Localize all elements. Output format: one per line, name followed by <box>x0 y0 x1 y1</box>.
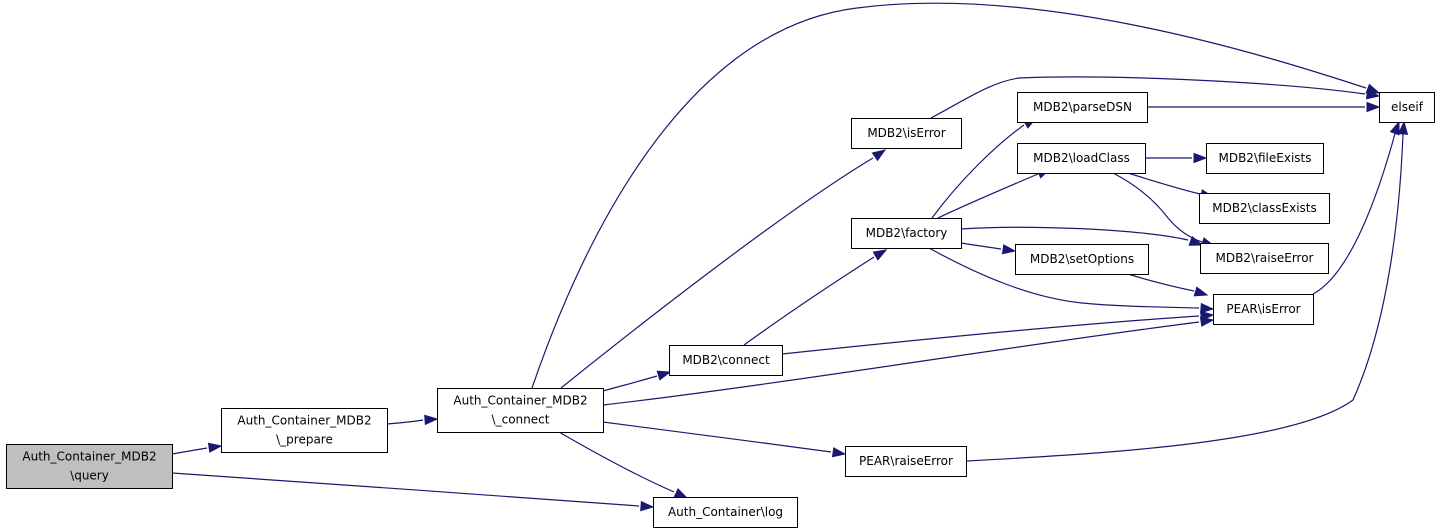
node-label: \_connect <box>492 413 550 427</box>
edge-mdb2_factory-to-mdb2_setoptions <box>960 242 1017 255</box>
node-label: Auth_Container\log <box>668 505 783 519</box>
arrowhead <box>1365 89 1381 100</box>
node-elseif[interactable]: elseif <box>1379 92 1435 123</box>
node-label: MDB2\setOptions <box>1030 252 1134 266</box>
edge-connect_-to-pear_raiseerror <box>602 421 847 458</box>
node-mdb2-classexists[interactable]: MDB2\classExists <box>1199 193 1330 224</box>
node-mdb2-raiseerror[interactable]: MDB2\raiseError <box>1200 243 1329 274</box>
edge-mdb2_factory-to-mdb2_loadclass <box>937 168 1052 219</box>
edge-query-to-prepare <box>171 442 223 455</box>
arrowhead <box>1200 302 1215 314</box>
node-label: Auth_Container_MDB2 <box>453 394 587 408</box>
edge-mdb2_parsedsn-to-elseif <box>1147 101 1381 113</box>
arrowhead <box>1193 152 1208 164</box>
edge-connect_-to-mdb2_iserror <box>560 149 887 389</box>
edge-mdb2_factory-to-mdb2_raiseerror <box>960 226 1204 246</box>
edge-mdb2_connect-to-mdb2_factory <box>743 249 888 346</box>
node-label: \query <box>70 469 109 483</box>
node-mdb2-setoptions[interactable]: MDB2\setOptions <box>1015 244 1149 275</box>
arrowhead <box>207 442 223 453</box>
arrowhead <box>424 414 439 426</box>
node-label: MDB2\raiseError <box>1215 251 1313 265</box>
edge-mdb2_setoptions-to-pear_iserror <box>1127 273 1209 297</box>
arrowhead <box>1193 286 1209 297</box>
arrowhead <box>1366 101 1381 113</box>
edge-connect_-to-log <box>558 431 689 499</box>
node-label: Auth_Container_MDB2 <box>22 450 156 464</box>
arrowhead <box>673 488 689 499</box>
node-label: Auth_Container_MDB2 <box>237 414 371 428</box>
node-log[interactable]: Auth_Container\log <box>653 497 798 528</box>
node-prepare[interactable]: Auth_Container_MDB2 \_prepare <box>221 408 388 453</box>
edge-mdb2_loadclass-to-mdb2_fileexists <box>1144 152 1208 164</box>
arrowhead <box>871 149 887 162</box>
node-mdb2-parsedsn[interactable]: MDB2\parseDSN <box>1017 92 1148 123</box>
edge-connect_-to-mdb2_connect <box>602 370 672 392</box>
edges-layer <box>171 2 1409 512</box>
node-label: MDB2\fileExists <box>1218 151 1311 165</box>
arrowhead <box>656 370 672 381</box>
edge-query-to-log <box>171 472 655 512</box>
arrowhead <box>1001 244 1017 255</box>
edge-mdb2_connect-to-pear_iserror <box>781 310 1215 355</box>
arrowhead <box>1200 310 1215 322</box>
node-label: MDB2\classExists <box>1212 201 1317 215</box>
node-mdb2-iserror[interactable]: MDB2\isError <box>851 118 962 149</box>
node-mdb2-fileexists[interactable]: MDB2\fileExists <box>1206 143 1324 174</box>
arrowhead <box>1188 235 1204 246</box>
node-label: PEAR\isError <box>1226 302 1300 316</box>
edge-pear_iserror-to-elseif <box>1312 120 1400 295</box>
node-query[interactable]: Auth_Container_MDB2 \query <box>6 444 173 489</box>
node-connect-[interactable]: Auth_Container_MDB2 \_connect <box>437 388 604 433</box>
arrowhead <box>1389 120 1400 136</box>
node-pear-iserror[interactable]: PEAR\isError <box>1213 294 1314 325</box>
edge-mdb2_factory-to-pear_iserror <box>928 247 1215 314</box>
node-mdb2-connect[interactable]: MDB2\connect <box>669 345 783 376</box>
node-label: MDB2\connect <box>682 353 770 367</box>
node-label: elseif <box>1391 100 1424 114</box>
node-mdb2-factory[interactable]: MDB2\factory <box>851 218 962 249</box>
node-label: \_prepare <box>276 433 333 447</box>
arrowhead <box>831 447 847 458</box>
edge-mdb2_iserror-to-elseif <box>930 76 1381 119</box>
node-label: MDB2\loadClass <box>1033 151 1130 165</box>
arrowhead <box>1397 120 1409 135</box>
node-mdb2-loadclass[interactable]: MDB2\loadClass <box>1017 143 1146 174</box>
node-label: MDB2\factory <box>866 226 948 240</box>
edge-pear_raiseerror-to-elseif <box>965 120 1409 462</box>
node-label: PEAR\raiseError <box>859 454 953 468</box>
node-pear-raiseerror[interactable]: PEAR\raiseError <box>845 446 967 477</box>
arrowhead <box>872 249 888 261</box>
node-label: MDB2\parseDSN <box>1033 100 1132 114</box>
node-label: MDB2\isError <box>867 126 945 140</box>
nodes-layer: Auth_Container_MDB2\queryAuth_Container_… <box>6 92 1435 528</box>
arrowhead <box>640 500 655 512</box>
edge-prepare-to-connect_ <box>386 414 439 426</box>
